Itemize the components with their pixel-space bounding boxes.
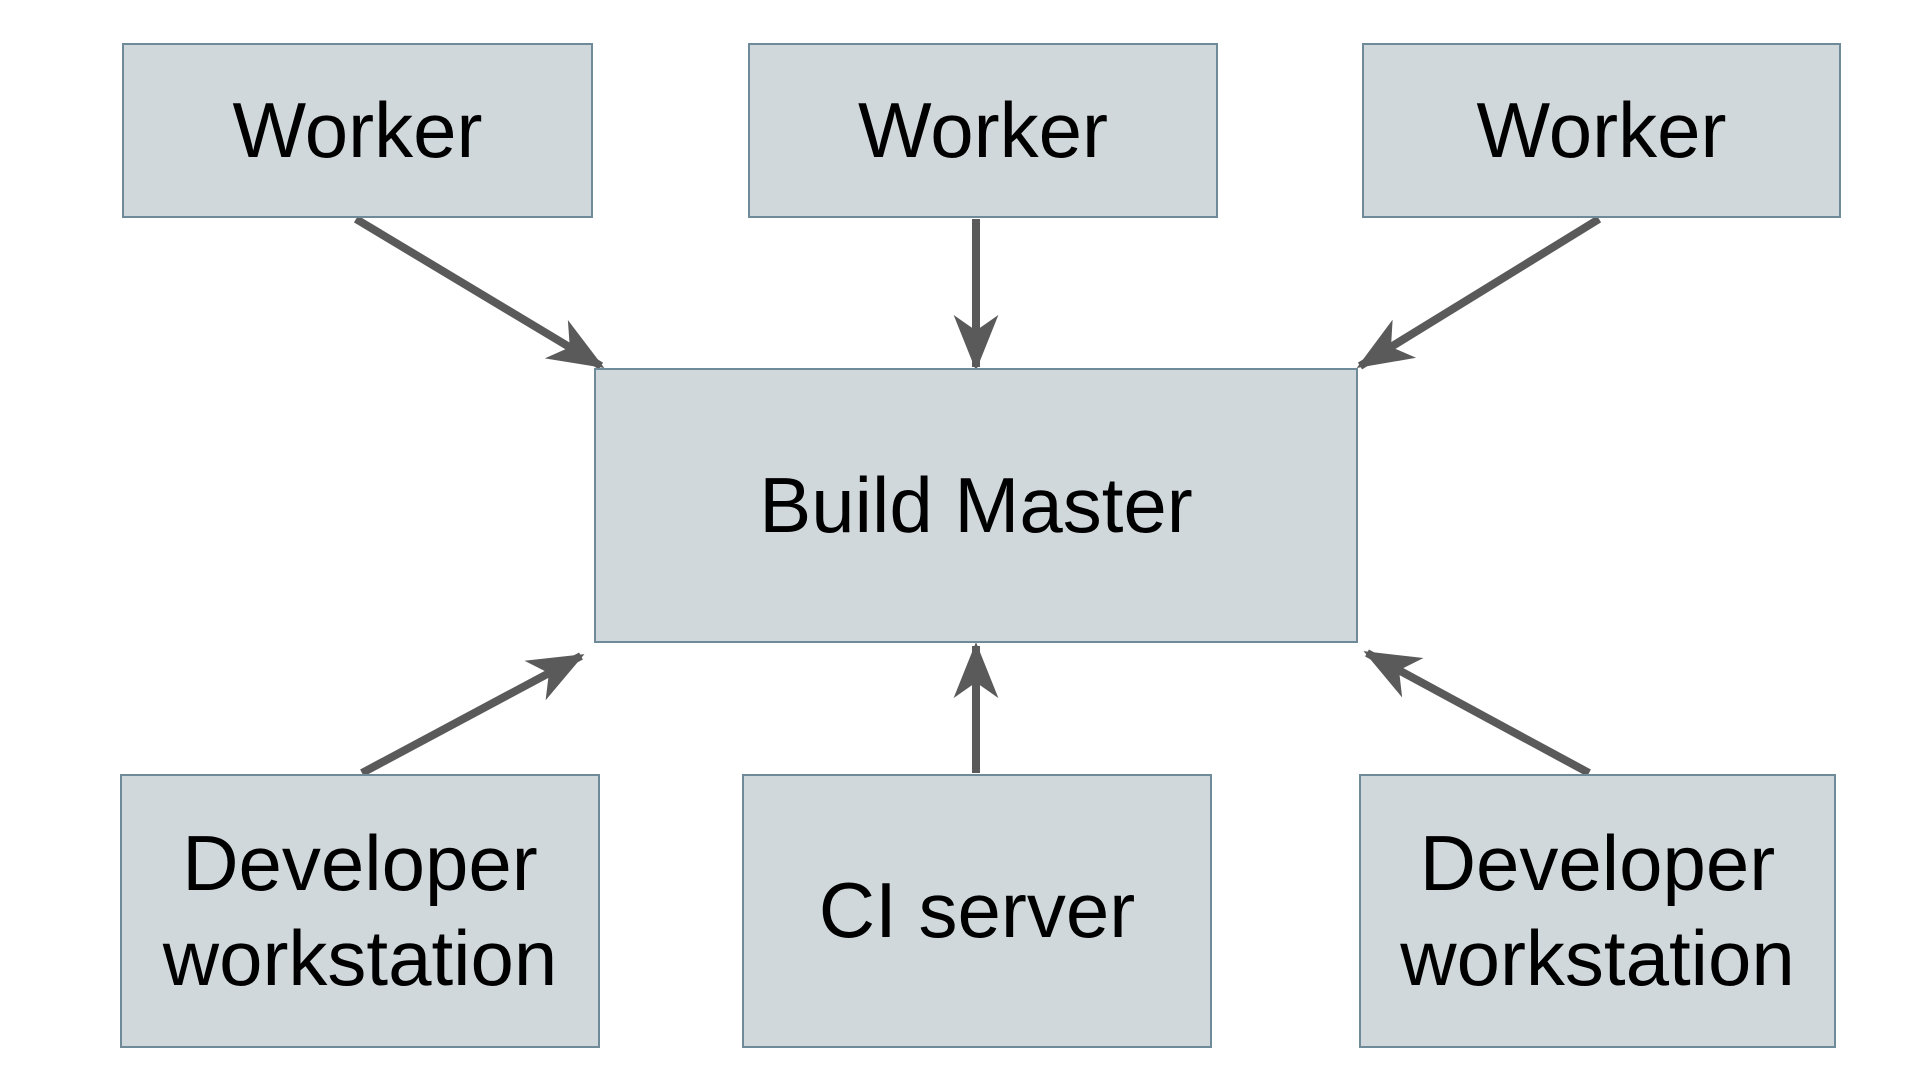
node-worker-right: Worker	[1362, 43, 1841, 218]
arrow-dev-workstation-right-to-build-master	[1363, 649, 1591, 777]
arrow-worker-right-to-build-master	[1356, 215, 1602, 370]
node-ci-server-label: CI server	[818, 866, 1136, 955]
node-ci-server: CI server	[742, 774, 1212, 1048]
node-developer-workstation-right: Developer workstation	[1359, 774, 1836, 1048]
node-developer-workstation-left-label: Developer workstation	[162, 818, 558, 1002]
node-worker-middle: Worker	[748, 43, 1218, 218]
node-developer-workstation-right-label: Developer workstation	[1400, 818, 1795, 1002]
node-developer-workstation-left: Developer workstation	[120, 774, 600, 1048]
node-worker-right-label: Worker	[1476, 85, 1727, 174]
node-worker-left-label: Worker	[232, 85, 483, 174]
node-build-master-label: Build Master	[759, 460, 1193, 549]
arrow-dev-workstation-left-to-build-master	[360, 652, 585, 777]
node-worker-middle-label: Worker	[858, 85, 1108, 174]
arrow-worker-left-to-build-master	[353, 215, 605, 370]
node-build-master: Build Master	[594, 368, 1358, 643]
node-worker-left: Worker	[122, 43, 593, 218]
